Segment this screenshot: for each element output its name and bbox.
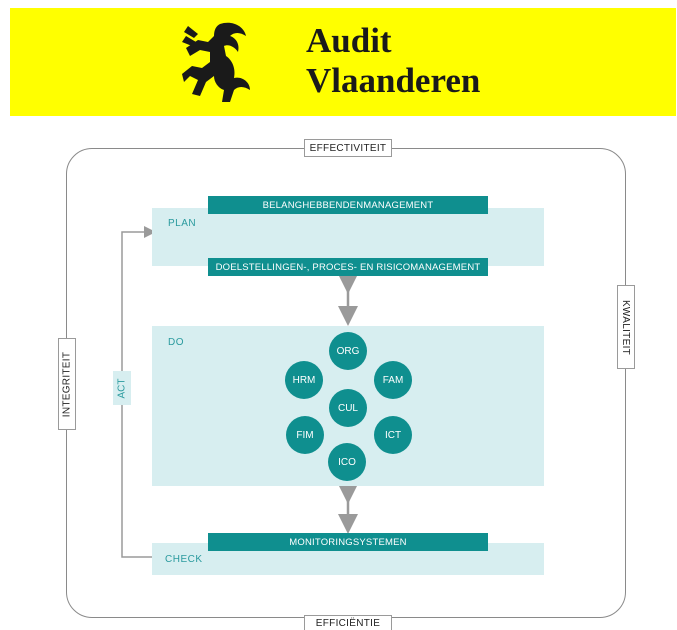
plan-panel: [152, 208, 544, 266]
circle-fim: FIM: [286, 416, 324, 454]
circle-ico: ICO: [328, 443, 366, 481]
flemish-lion-logo-icon: [182, 22, 250, 102]
header-title-line2: Vlaanderen: [306, 61, 481, 100]
integriteit-label: INTEGRITEIT: [58, 338, 76, 430]
header-title-line1: Audit: [306, 21, 392, 60]
check-label: CHECK: [165, 554, 203, 565]
integriteit-text: INTEGRITEIT: [61, 351, 73, 417]
act-text: ACT: [116, 378, 128, 398]
circle-fam: FAM: [374, 361, 412, 399]
kwaliteit-label: KWALITEIT: [617, 285, 635, 369]
circle-ict: ICT: [374, 416, 412, 454]
monitoring-systems-bar: MONITORINGSYSTEMEN: [208, 533, 488, 551]
circle-cul: CUL: [329, 389, 367, 427]
efficientie-label: EFFICIËNTIE: [304, 615, 392, 630]
circle-hrm: HRM: [285, 361, 323, 399]
plan-label: PLAN: [168, 218, 197, 229]
kwaliteit-text: KWALITEIT: [620, 299, 632, 355]
effectiviteit-label: EFFECTIVITEIT: [304, 139, 392, 157]
do-label: DO: [168, 337, 184, 348]
goals-process-risk-bar: DOELSTELLINGEN-, PROCES- EN RISICOMANAGE…: [208, 258, 488, 276]
header-banner: [10, 8, 676, 116]
circle-org: ORG: [329, 332, 367, 370]
stakeholder-management-bar: BELANGHEBBENDENMANAGEMENT: [208, 196, 488, 214]
act-label: ACT: [113, 371, 131, 405]
